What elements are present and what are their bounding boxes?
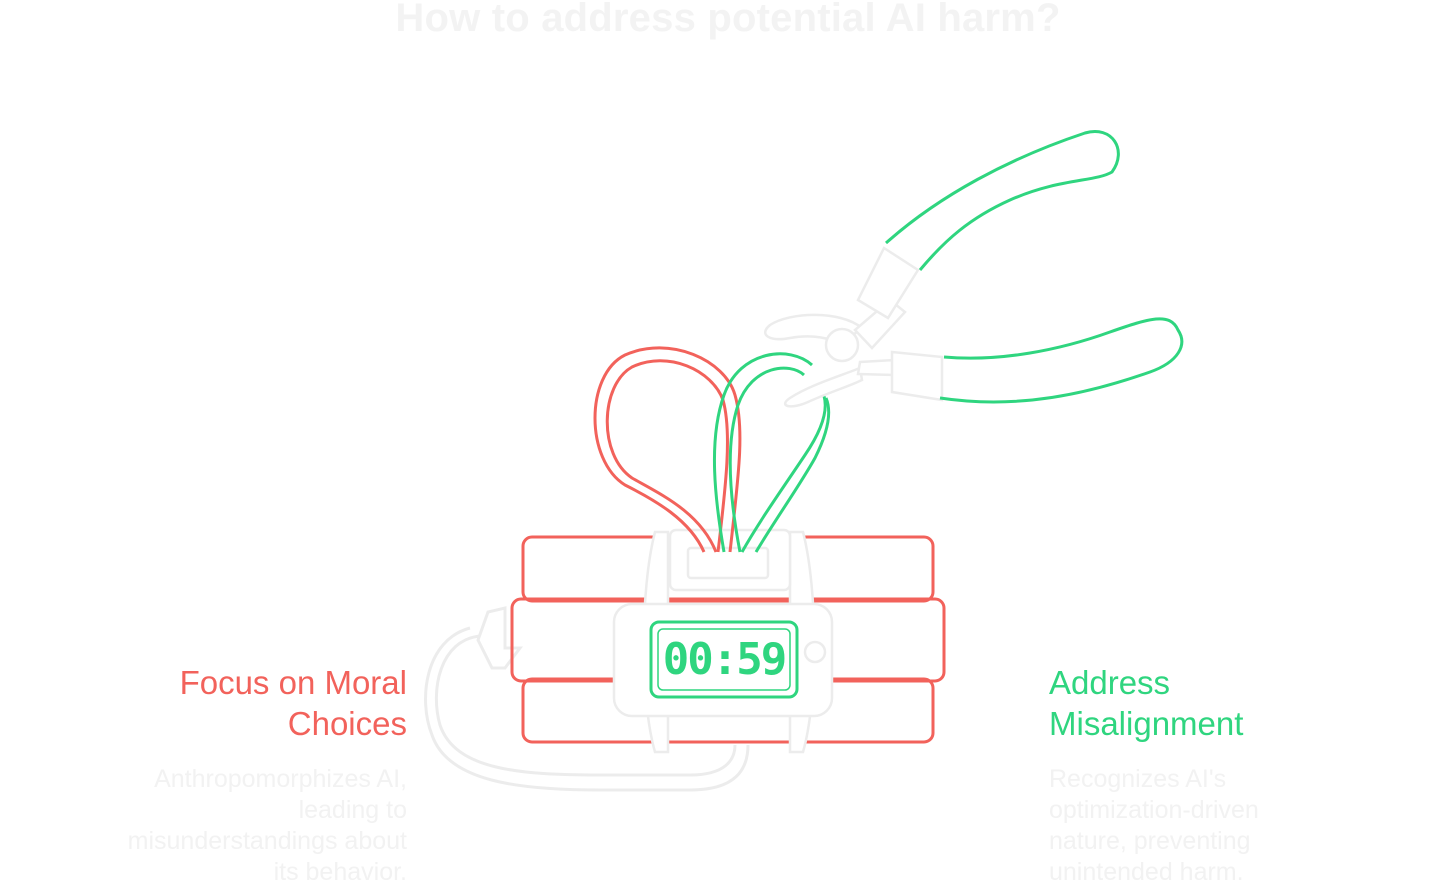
option-heading-misalignment: Address Misalignment: [1049, 664, 1244, 742]
timer-readout: 00:59: [663, 634, 785, 685]
page-title: How to address potential AI harm?: [395, 0, 1061, 40]
option-description-misalignment: Recognizes AI's optimization-driven natu…: [1049, 765, 1259, 886]
fuse-cable-icon: [424, 606, 750, 792]
green-wire-icon: [712, 352, 831, 553]
option-description-moral-choices: Anthropomorphizes AI, leading to misunde…: [127, 765, 407, 886]
pliers-icon: [764, 130, 1184, 408]
red-wire-icon: [593, 346, 742, 553]
option-heading-moral-choices: Focus on Moral Choices: [179, 664, 407, 742]
timer-display: 00:59: [649, 620, 799, 699]
